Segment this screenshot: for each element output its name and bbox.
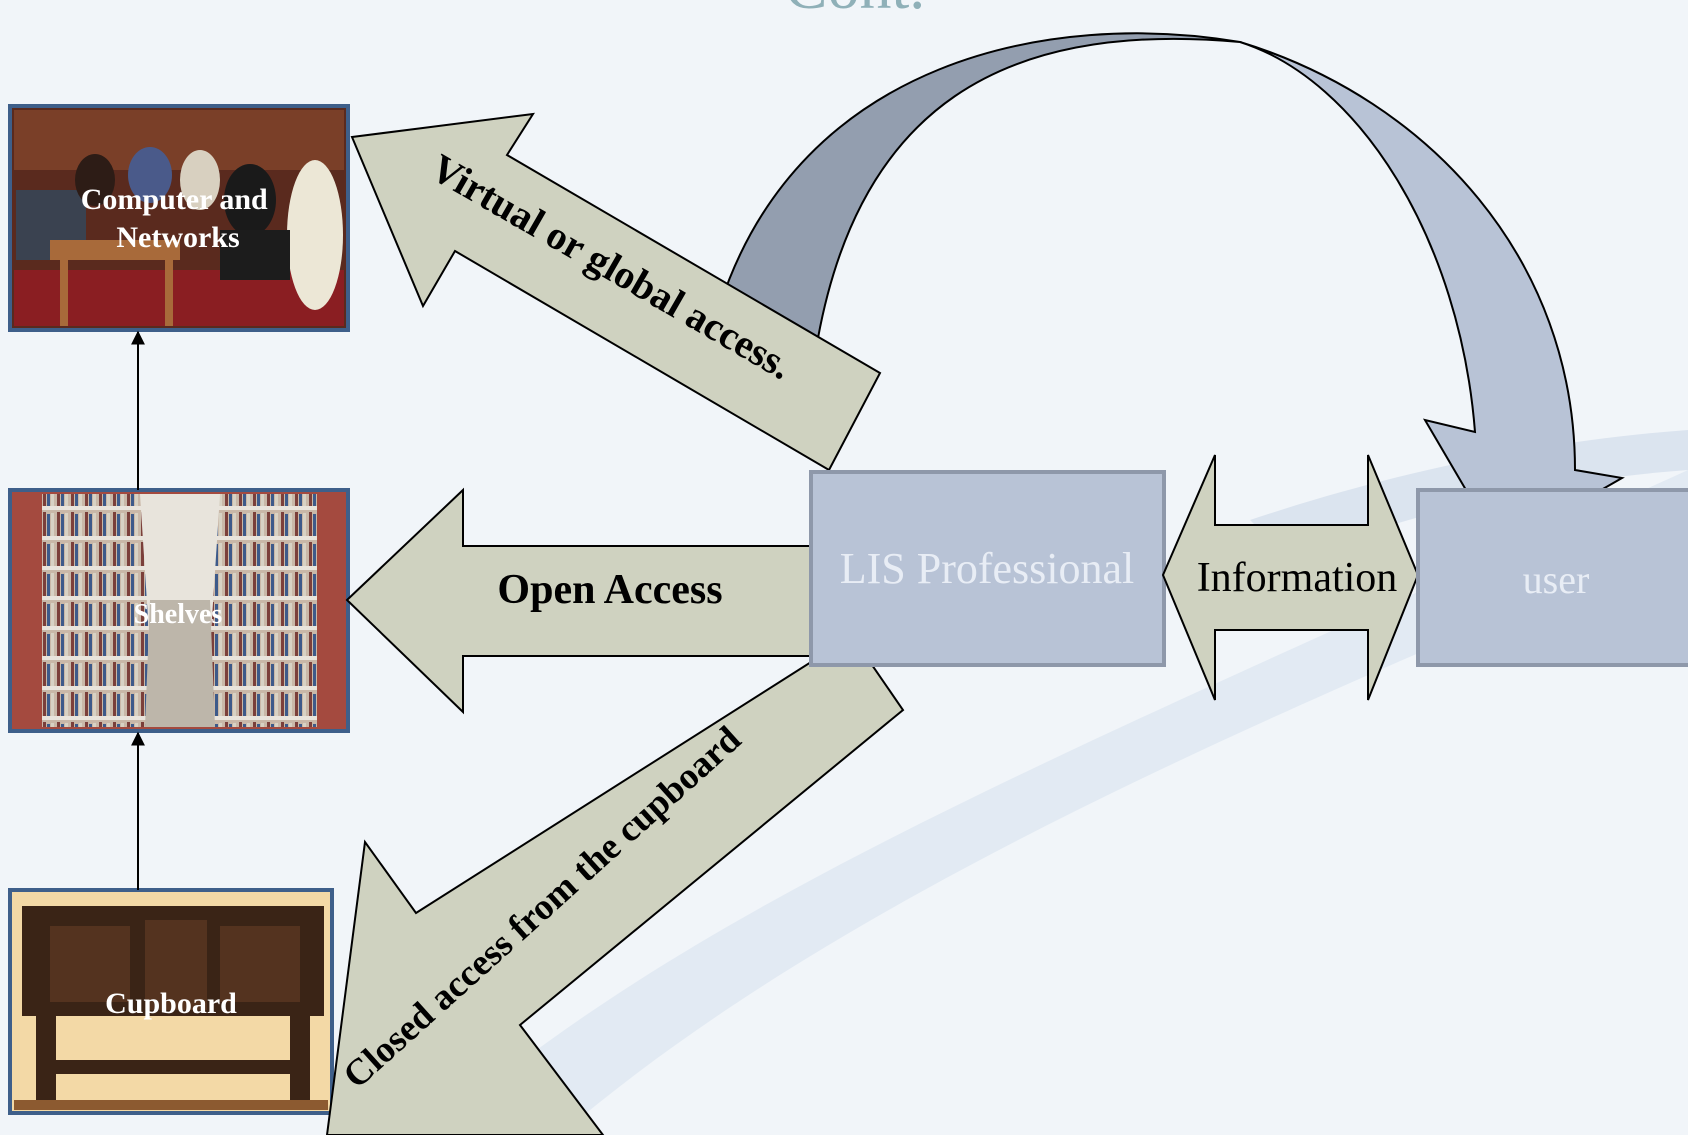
- lis-professional-label: LIS Professional: [840, 544, 1135, 593]
- cupboard-image: Cupboard: [8, 888, 334, 1115]
- computer-networks-label-line1: Computer and: [81, 183, 268, 216]
- information-label: Information: [1197, 555, 1398, 601]
- curved-arrow: [718, 32, 1625, 550]
- shelves-label: Shelves: [134, 599, 223, 630]
- slide-title-fragment: Cont.: [785, 0, 925, 22]
- open-access-label: Open Access: [497, 567, 722, 613]
- open-access-arrow: Open Access: [345, 487, 813, 715]
- computer-networks-image: Computer and Networks: [8, 104, 350, 332]
- computer-networks-label-line2: Networks: [116, 221, 239, 254]
- shelves-image: Shelves: [8, 488, 350, 733]
- lis-professional-box: LIS Professional: [809, 470, 1166, 667]
- svg-text:Computer and Networks: Computer and Networks: [81, 183, 275, 254]
- user-label: user: [1523, 557, 1590, 602]
- user-box: user: [1416, 488, 1688, 667]
- cupboard-label: Cupboard: [105, 987, 237, 1020]
